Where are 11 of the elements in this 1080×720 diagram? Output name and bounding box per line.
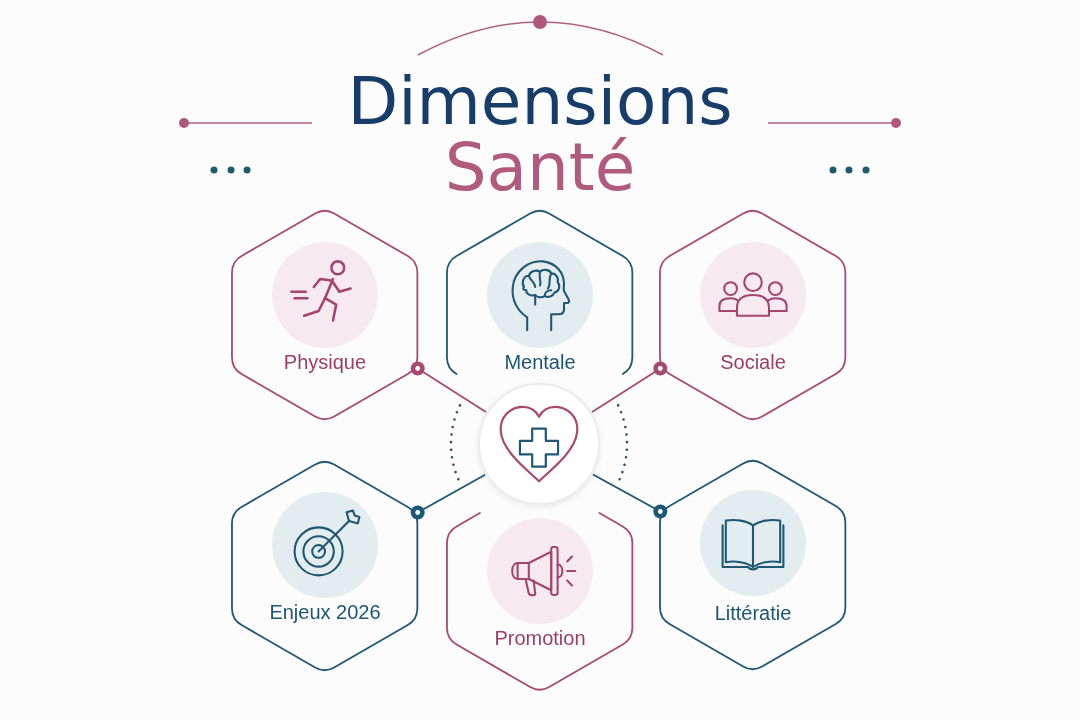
dimension-label: Physique bbox=[283, 350, 367, 374]
dimension-label: Mentale bbox=[504, 350, 576, 374]
diagram-title: Dimensions Santé bbox=[347, 69, 733, 201]
connector-line bbox=[410, 473, 486, 520]
dimension-label: Promotion bbox=[494, 626, 586, 650]
dimension-label: Enjeux 2026 bbox=[269, 600, 381, 624]
dimension-label: Sociale bbox=[720, 350, 786, 374]
connector-line bbox=[592, 473, 668, 519]
dimension-label: Littératie bbox=[714, 601, 792, 625]
connector-line bbox=[591, 361, 668, 413]
connector-line bbox=[410, 361, 487, 413]
